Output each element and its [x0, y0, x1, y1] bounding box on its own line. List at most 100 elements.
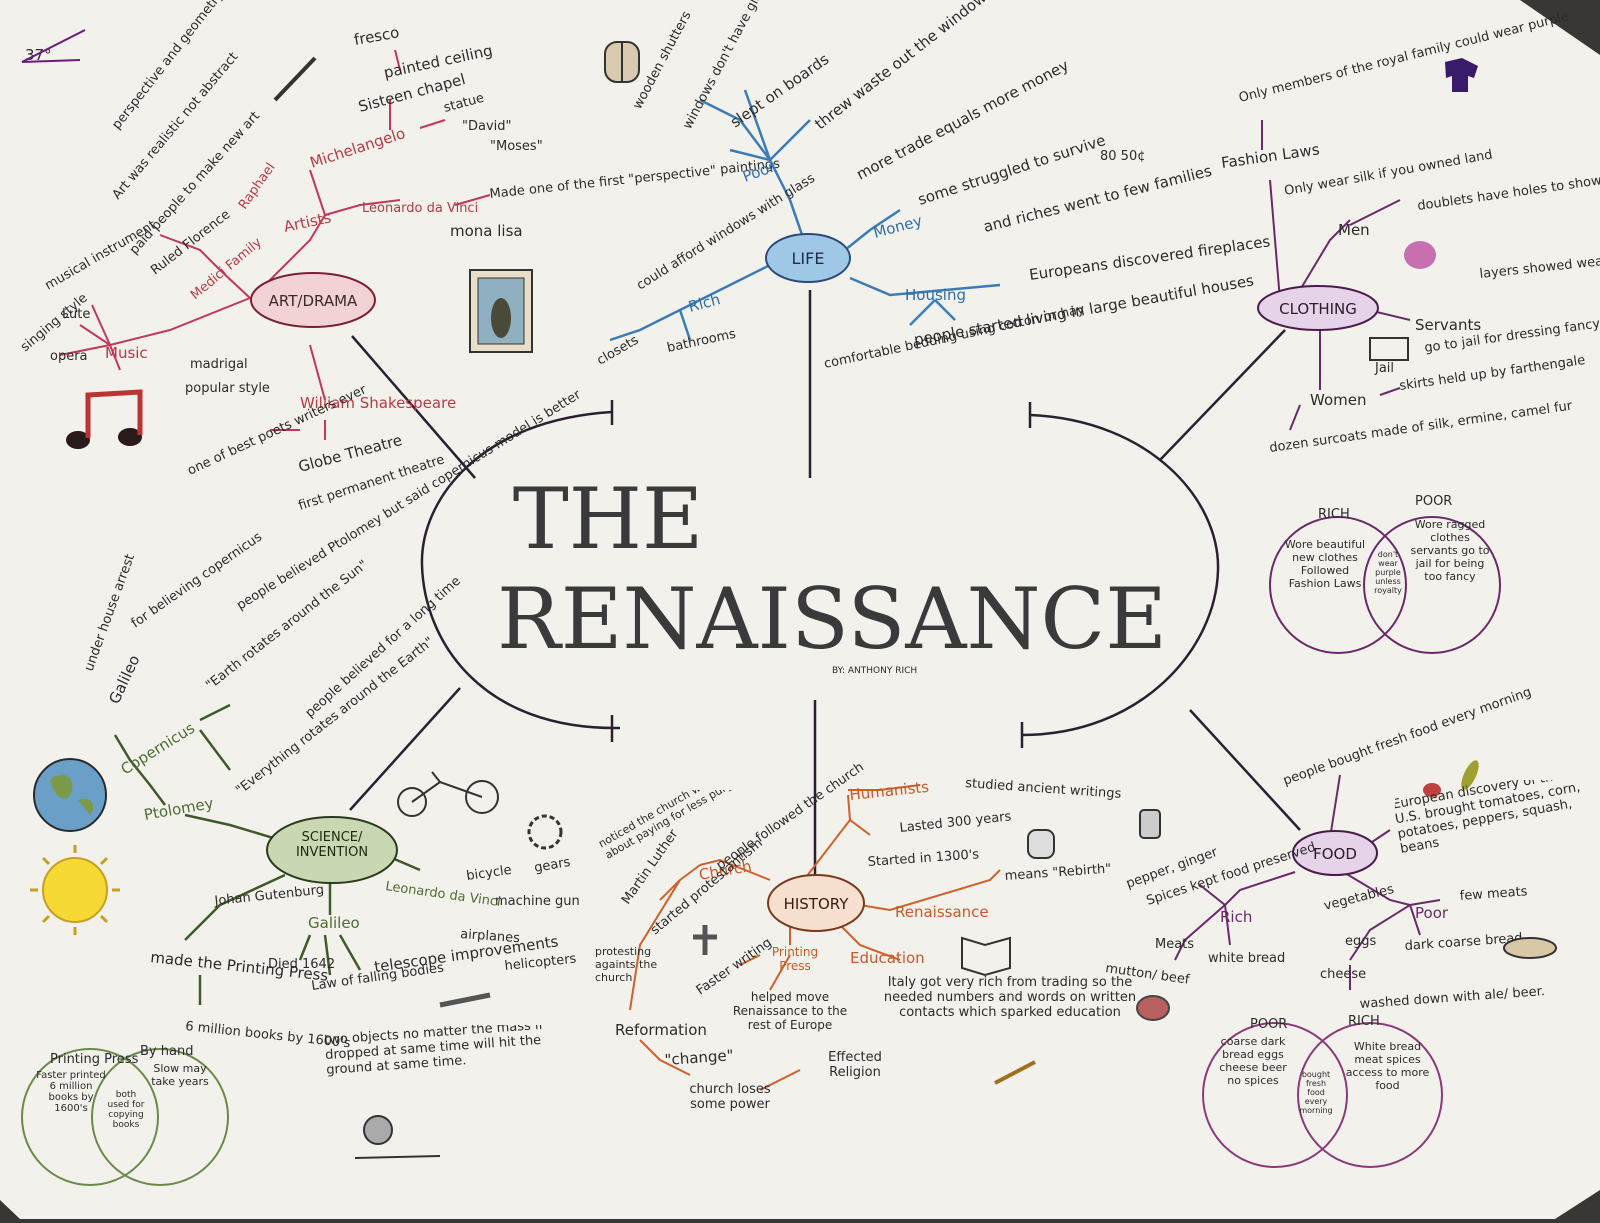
science-hub	[266, 816, 398, 884]
galileo-label: Galileo	[308, 914, 360, 932]
bicycle-note: bicycle	[465, 863, 512, 884]
effected-religion-note: Effected Religion	[828, 1050, 882, 1080]
food-venn-rich-text: White bread meat spices access to more f…	[1345, 1040, 1430, 1092]
food-poor-label: Poor	[1415, 904, 1449, 922]
education-label: Education	[850, 949, 925, 967]
leonardo-art-label: Leonardo da Vinci	[362, 201, 478, 216]
art-drama-hub	[250, 272, 376, 328]
falling-ball-icon	[363, 1115, 393, 1145]
food-venn-diagram: POOR RICH coarse dark bread eggs cheese …	[1202, 1014, 1443, 1168]
discovery-note: European discovery of the U.S. brought t…	[1395, 780, 1582, 857]
tomato-icon	[1423, 783, 1441, 797]
helped-move-note: helped move Renaissance to the rest of E…	[732, 990, 848, 1032]
printing-venn-left-text: Faster printed 6 million books by 1600's	[36, 1070, 106, 1114]
food-venn-overlap-text: bought fresh food every morning	[1299, 1070, 1333, 1115]
jail-icon-label: Jail	[1374, 361, 1394, 376]
art-drama-hub-label: ART/DRAMA	[269, 292, 358, 310]
door-icon	[604, 41, 640, 83]
loses-power-note: church loses some power	[689, 1082, 771, 1112]
change-note: "change"	[664, 1046, 734, 1069]
jail-icon	[1369, 337, 1409, 361]
doublet-icon	[1404, 241, 1436, 269]
protesting-note: protesting againts the church	[595, 945, 658, 984]
white-bread-note: white bread	[1208, 951, 1285, 966]
servants-label: Servants	[1415, 316, 1481, 334]
men-label: Men	[1338, 221, 1370, 239]
quill-icon	[994, 1060, 1036, 1085]
clothing-venn-diagram: RICH POOR Wore beautiful new clothes Fol…	[1269, 494, 1501, 654]
history-hub	[767, 874, 865, 932]
housing-label: Housing	[905, 286, 966, 304]
food-rich-label: Rich	[1220, 908, 1252, 926]
clothing-hub-label: CLOTHING	[1279, 300, 1357, 318]
clothing-venn-poor-text: Wore ragged clothes servants go to jail …	[1410, 518, 1490, 583]
eggs-note: eggs	[1345, 934, 1377, 949]
bicycle-icon	[397, 771, 499, 817]
life-hub-label: LIFE	[792, 249, 825, 268]
shakespeare-label: William Shakespeare	[300, 394, 456, 412]
rebirth-note: means "Rebirth"	[1004, 862, 1112, 884]
printing-venn-right-title: By hand	[140, 1044, 193, 1059]
life-hub	[765, 233, 851, 283]
clothing-venn-rich-text: Wore beautiful new clothes Followed Fash…	[1284, 538, 1366, 590]
printing-venn-overlap-text: both used for copying books	[107, 1090, 145, 1130]
david-note: "David"	[462, 119, 512, 134]
meats-note: Meats	[1155, 937, 1194, 952]
madrigal-note: madrigal	[190, 357, 248, 372]
bread-loaf-icon	[1503, 937, 1557, 959]
title-bracket-right	[1021, 413, 1220, 737]
title-line2: RENAISSANCE	[497, 570, 1167, 668]
music-label: Music	[105, 344, 148, 362]
few-meats-note: few meats	[1459, 884, 1528, 904]
central-title: THE RENAISSANCE BY: ANTHONY RICH	[420, 400, 1220, 748]
history-hub-label: HISTORY	[784, 895, 850, 913]
moses-note: "Moses"	[490, 139, 543, 154]
tablets-icon	[1027, 829, 1055, 859]
open-book-icon	[961, 936, 1011, 977]
reformation-label: Reformation	[615, 1021, 707, 1039]
title-byline: BY: ANTHONY RICH	[832, 666, 917, 676]
cheese-note: cheese	[1320, 967, 1366, 982]
clothing-venn-poor-title: POOR	[1415, 494, 1452, 509]
cross-icon	[693, 925, 717, 955]
printing-venn-right-text: Slow may take years	[151, 1062, 209, 1088]
spice-jar-icon	[1139, 809, 1161, 839]
angle-icon	[21, 29, 86, 63]
title-bracket-left	[420, 410, 621, 730]
mona-lisa-note: mona lisa	[450, 222, 523, 240]
telescope-icon	[439, 992, 491, 1008]
main-spokes	[349, 290, 1301, 875]
food-hub-label: FOOD	[1313, 845, 1357, 863]
airplanes-note: airplanes	[460, 927, 521, 946]
opera-note: opera	[50, 349, 88, 364]
shirt-icon	[1445, 58, 1478, 92]
renaissance-label: Renaissance	[895, 903, 989, 921]
music-note-icon	[66, 389, 143, 449]
gears-note: gears	[533, 855, 572, 876]
clothing-venn-overlap-text: don't wear purple unless royalty	[1374, 550, 1402, 595]
corn-icon	[1461, 760, 1479, 790]
food-venn-poor-title: POOR	[1250, 1017, 1287, 1032]
two-objects-note: two objects no matter the mass if droppe…	[325, 1025, 544, 1078]
steak-icon	[1136, 995, 1170, 1021]
clothing-hub	[1257, 285, 1379, 331]
italy-education-note: Italy got very rich from trading so the …	[883, 975, 1137, 1020]
food-venn-rich-title: RICH	[1348, 1014, 1380, 1029]
history-printing-press-label: Printing Press	[771, 945, 819, 973]
globe-icon	[33, 758, 107, 832]
sun-icon	[30, 845, 120, 935]
paintbrush-icon	[273, 56, 317, 102]
women-label: Women	[1310, 391, 1366, 409]
clothing-venn-rich-title: RICH	[1318, 507, 1350, 522]
died-note: Died 1642	[268, 957, 335, 972]
machine-gun-note: machine gun	[495, 894, 580, 909]
food-venn-poor-text: coarse dark bread eggs cheese beer no sp…	[1219, 1035, 1287, 1087]
food-hub	[1292, 830, 1378, 876]
price-sign-note: 80 50¢	[1100, 149, 1146, 164]
printing-venn-left-title: Printing Press	[50, 1052, 139, 1067]
gear-icon	[527, 814, 563, 850]
popular-style-note: popular style	[185, 381, 270, 396]
